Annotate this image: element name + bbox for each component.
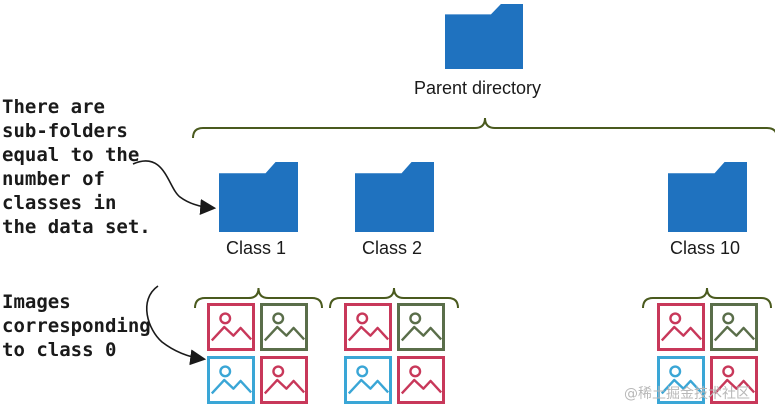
image-icon xyxy=(710,356,758,404)
class-2-label: Class 2 xyxy=(362,238,423,258)
class-10-folder-icon xyxy=(668,162,747,232)
image-icon xyxy=(397,303,445,351)
class-1-folder-icon xyxy=(219,162,298,232)
image-icon xyxy=(710,303,758,351)
subfolders-note: There are sub-folders equal to the numbe… xyxy=(2,96,151,238)
image-icon xyxy=(344,356,392,404)
image-icon xyxy=(344,303,392,351)
image-icon xyxy=(657,303,705,351)
image-icon xyxy=(397,356,445,404)
images-note: Images corresponding to class 0 xyxy=(2,291,151,361)
image-icon xyxy=(207,356,255,404)
class-2-folder-icon xyxy=(355,162,434,232)
parent-directory-label: Parent directory xyxy=(414,78,542,98)
class-10-image-grid xyxy=(657,303,758,404)
image-icon xyxy=(657,356,705,404)
class-10-brace xyxy=(642,287,772,309)
image-icon xyxy=(260,303,308,351)
image-icon xyxy=(207,303,255,351)
image-icon xyxy=(260,356,308,404)
class-1-brace xyxy=(194,287,323,309)
class-10-label: Class 10 xyxy=(670,238,741,258)
class-2-brace xyxy=(329,287,459,309)
class-2-image-grid xyxy=(344,303,445,404)
subfolders-arrow xyxy=(132,160,217,215)
watermark: @稀土掘金技术社区 xyxy=(624,386,750,402)
parent-brace xyxy=(192,117,775,139)
parent-folder-icon xyxy=(445,4,523,69)
class-1-label: Class 1 xyxy=(226,238,287,258)
images-arrow xyxy=(146,285,207,366)
class-1-image-grid xyxy=(207,303,308,404)
